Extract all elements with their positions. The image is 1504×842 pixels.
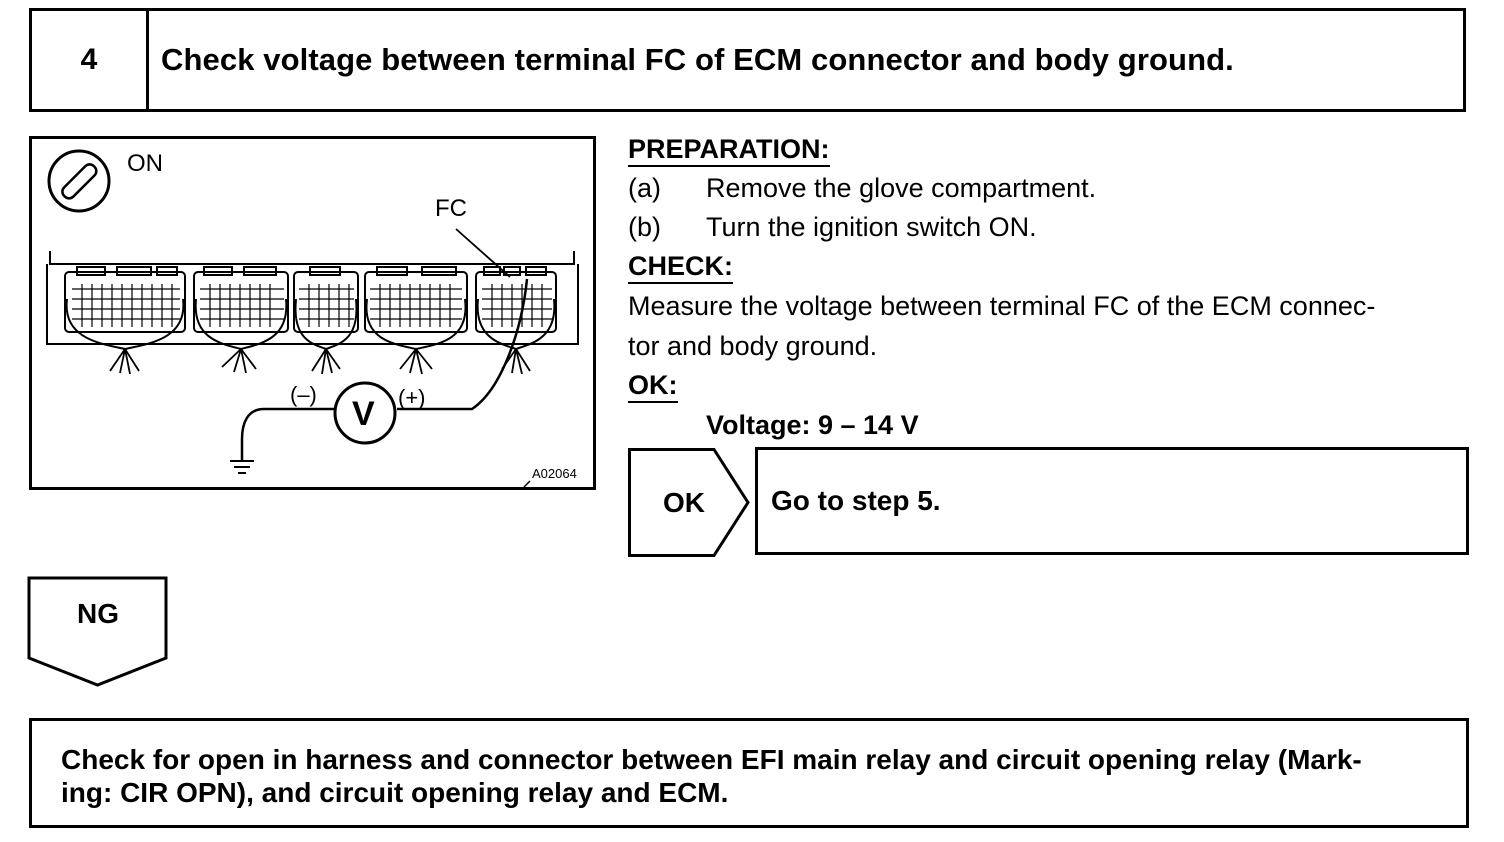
preparation-step-text: Turn the ignition switch ON.: [706, 212, 1037, 242]
voltmeter-symbol: V: [352, 395, 375, 433]
positive-probe-label: (+): [398, 385, 426, 410]
negative-probe-label: (–): [290, 382, 317, 407]
ignition-on-label: ON: [127, 150, 163, 177]
check-text-line2: tor and body ground.: [628, 331, 878, 361]
terminal-fc-label: FC: [435, 195, 467, 222]
ng-action-line2: ing: CIR OPN), and circuit opening relay…: [61, 777, 729, 808]
preparation-step: (b) Turn the ignition switch ON.: [628, 208, 1478, 247]
ecm-connector-illustration: ON FC V (–) (+) A02064: [29, 136, 596, 490]
preparation-step-letter: (b): [628, 212, 661, 242]
check-text-line1: Measure the voltage between terminal FC …: [628, 291, 1376, 321]
voltmeter-icon: [333, 381, 397, 445]
preparation-step-text: Remove the glove compartment.: [706, 173, 1097, 203]
ng-result-tab: NG: [27, 576, 169, 688]
check-heading: CHECK:: [628, 251, 733, 284]
step-header: 4 Check voltage between terminal FC of E…: [29, 8, 1466, 112]
procedure-text: PREPARATION: (a) Remove the glove compar…: [628, 130, 1478, 445]
preparation-step: (a) Remove the glove compartment.: [628, 169, 1478, 208]
step-title: Check voltage between terminal FC of ECM…: [161, 42, 1234, 77]
preparation-heading: PREPARATION:: [628, 134, 830, 167]
ng-action-line1: Check for open in harness and connector …: [61, 744, 1362, 775]
wiring-diagram: [46, 149, 579, 488]
preparation-step-letter: (a): [628, 173, 661, 203]
ok-action-box: Go to step 5.: [755, 447, 1469, 555]
ground-icon: [230, 460, 254, 474]
voltage-spec: Voltage: 9 – 14 V: [706, 410, 919, 440]
ng-action-box: Check for open in harness and connector …: [29, 718, 1469, 828]
ok-action-text: Go to step 5.: [771, 485, 941, 516]
figure-id: A02064: [532, 466, 577, 481]
ok-tab-label: OK: [663, 486, 705, 518]
ok-result-tab: OK: [628, 448, 752, 557]
step-number: 4: [32, 11, 149, 109]
ok-heading: OK:: [628, 370, 678, 403]
ng-tab-label: NG: [77, 598, 119, 629]
ecm-connector: [64, 266, 557, 333]
ignition-switch-icon: [47, 149, 111, 213]
